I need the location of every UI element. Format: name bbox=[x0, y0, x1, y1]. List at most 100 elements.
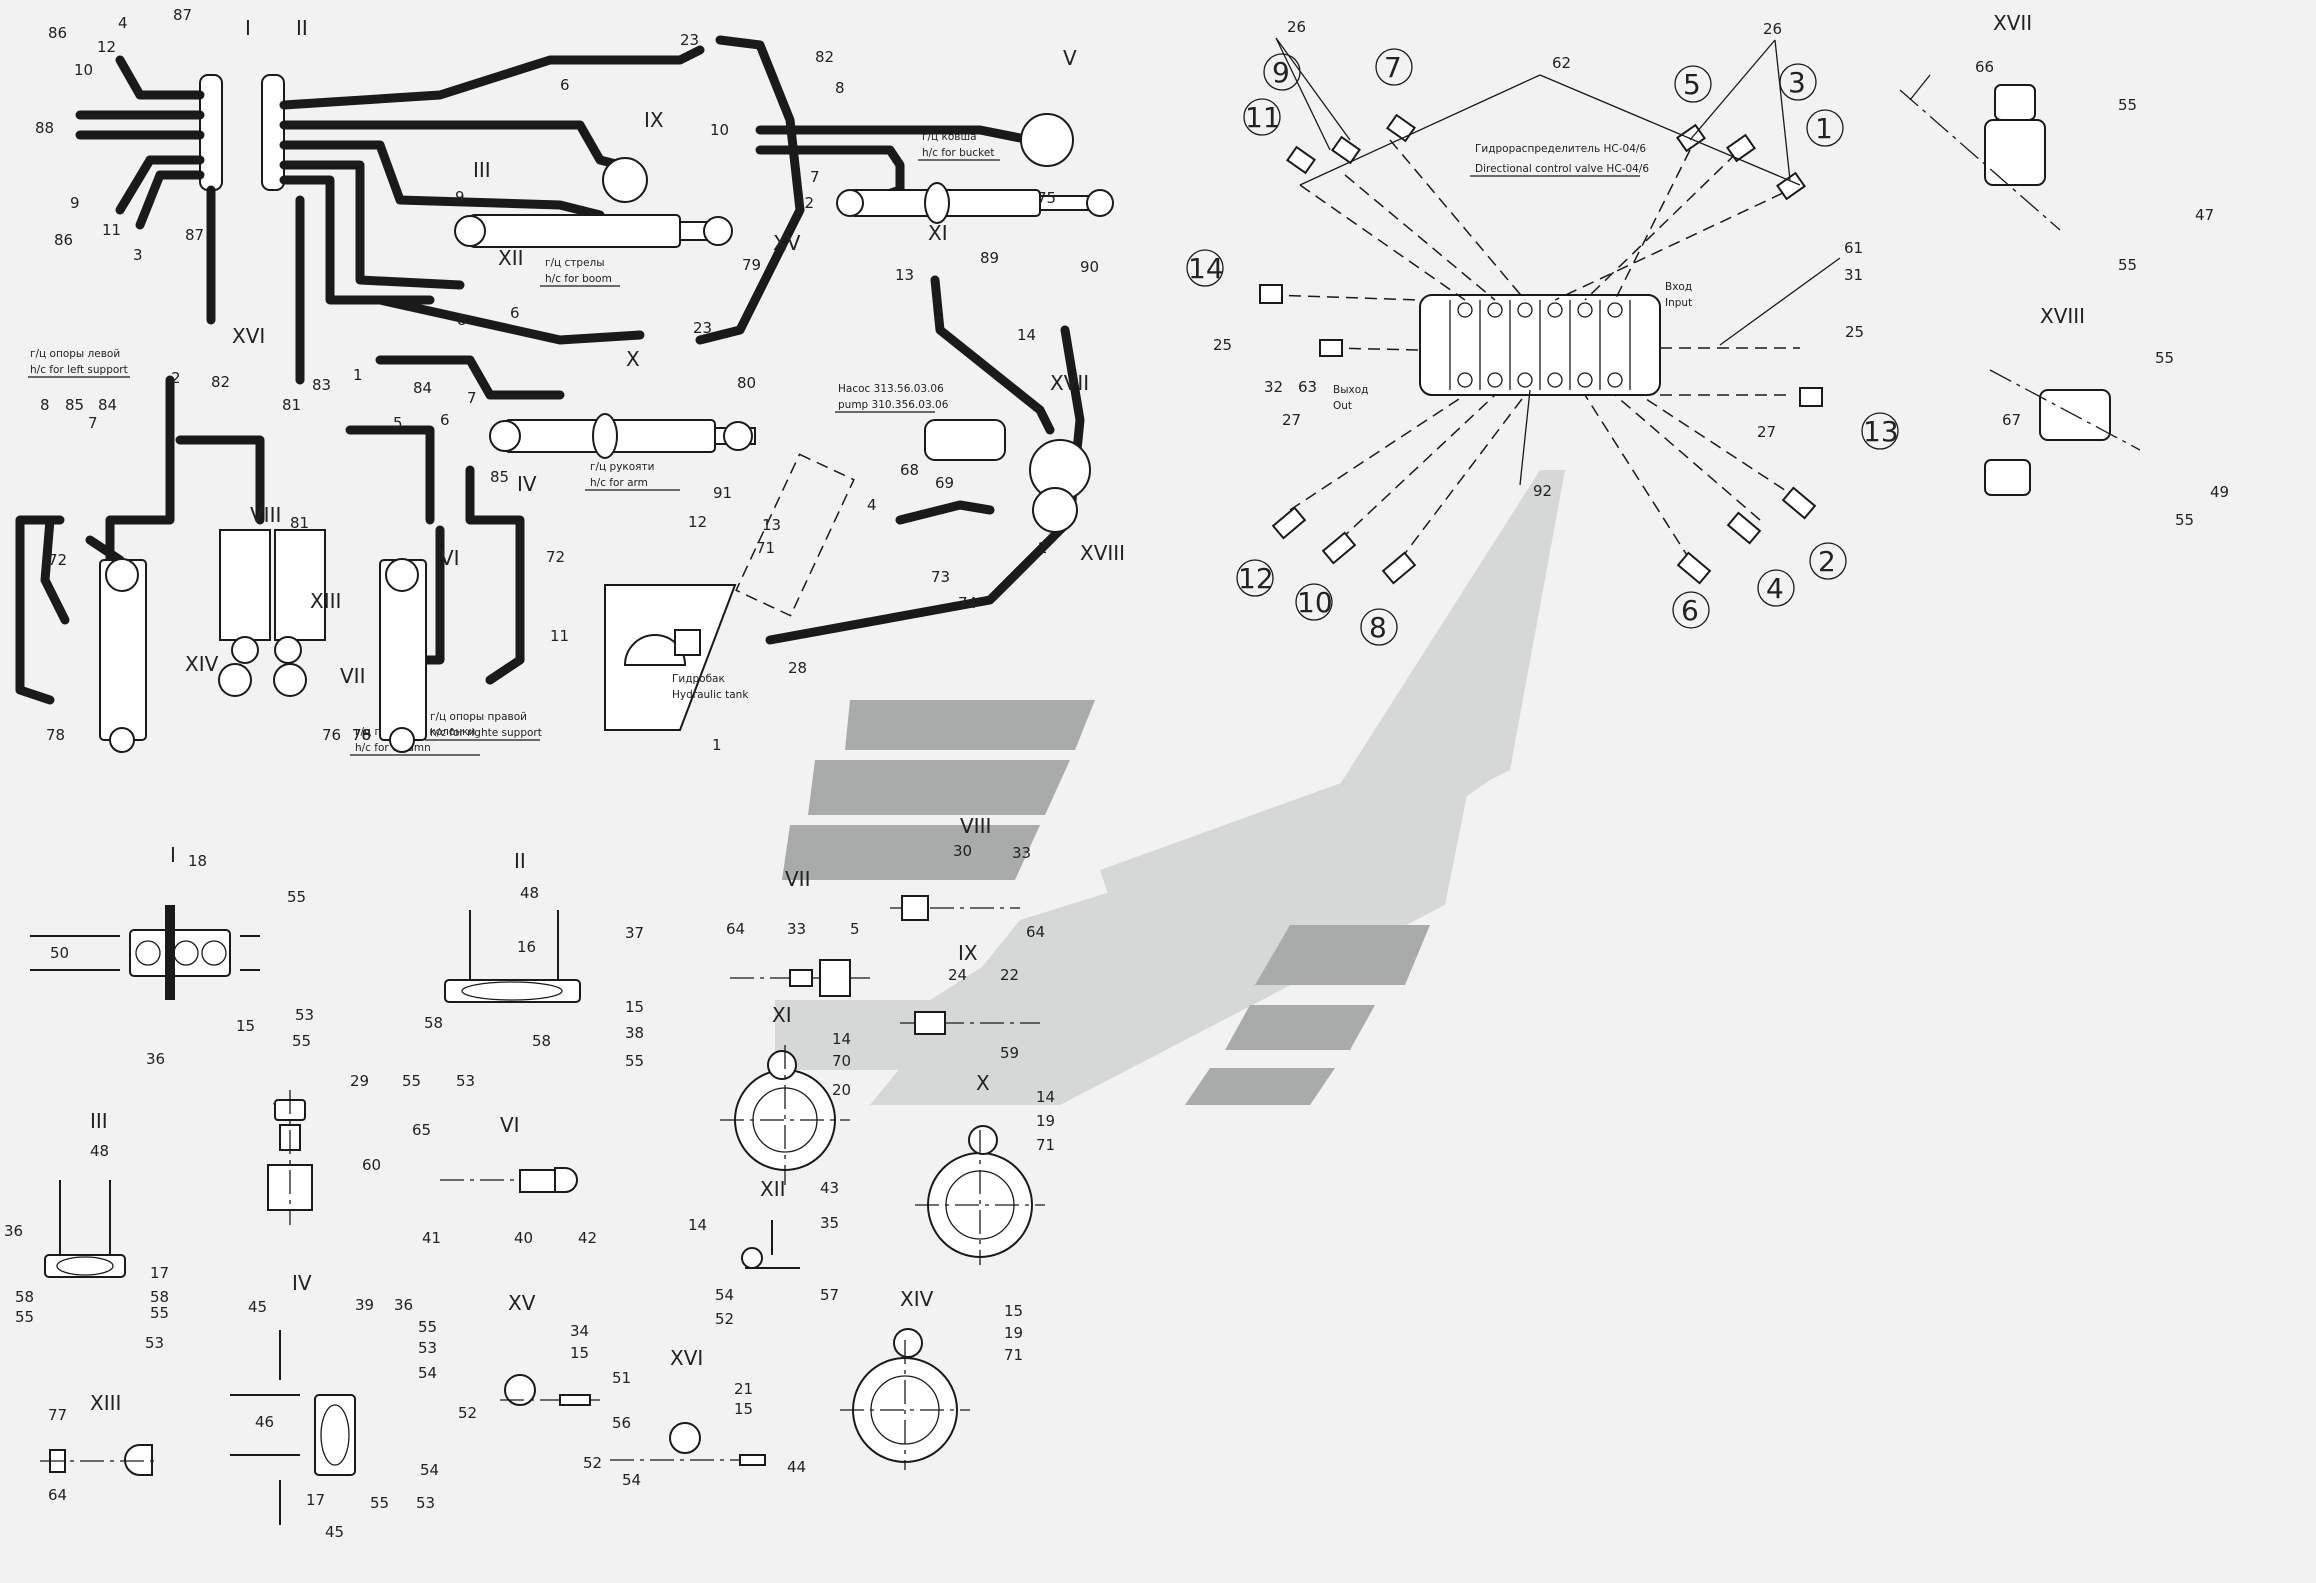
callout-12: 12 bbox=[1238, 562, 1274, 595]
detail-VI: VI 65 41 40 42 bbox=[412, 1113, 597, 1247]
detail-VII: VII 64 33 5 bbox=[726, 867, 870, 997]
d13-64: 64 bbox=[48, 1486, 67, 1504]
detail-XI: XI 14 70 20 bbox=[720, 1003, 851, 1185]
input-label-en: Input bbox=[1665, 297, 1692, 309]
detail-XII-title: XII bbox=[760, 1177, 786, 1201]
hydraulic-pump: Насос 313.56.03.06 pump 310.356.03.06 bbox=[835, 383, 1091, 533]
pn-6-b: 6 bbox=[510, 304, 520, 322]
d4-45-b: 45 bbox=[325, 1523, 344, 1541]
d6-40: 40 bbox=[514, 1229, 533, 1247]
d2-58-a: 58 bbox=[424, 1014, 443, 1032]
d1-15: 15 bbox=[236, 1017, 255, 1035]
d8-30: 30 bbox=[953, 842, 972, 860]
callout-14: 14 bbox=[1188, 252, 1224, 285]
callout-circles bbox=[1186, 48, 1899, 646]
valve-label-en: Directional control valve НС-04/6 bbox=[1475, 163, 1649, 175]
detail-VII-title: VII bbox=[785, 867, 810, 891]
d3-48: 48 bbox=[90, 1142, 109, 1160]
section-marks-main: I II III IX V XI XII XV XVI X XVII XVIII… bbox=[185, 16, 1125, 688]
d11-14: 14 bbox=[832, 1030, 851, 1048]
arm-label-ru: г/ц рукояти bbox=[590, 461, 654, 473]
right-support-cylinder: г/ц опоры правой h/c for righte support bbox=[379, 558, 542, 753]
d7-33: 33 bbox=[787, 920, 806, 938]
detail-XVIII-title: XVIII bbox=[2040, 304, 2085, 328]
pn-23-a: 23 bbox=[680, 31, 699, 49]
d8-64: 64 bbox=[1026, 923, 1045, 941]
d4-53-b: 53 bbox=[416, 1494, 435, 1512]
pn-84-a: 84 bbox=[413, 379, 432, 397]
d16-54: 54 bbox=[622, 1471, 641, 1489]
d2-55-a: 55 bbox=[625, 1052, 644, 1070]
pump-label-en: pump 310.356.03.06 bbox=[838, 399, 949, 411]
pn-81-a: 81 bbox=[282, 396, 301, 414]
pn-12: 12 bbox=[97, 38, 116, 56]
detail-V: V 29 60 bbox=[267, 1072, 381, 1225]
detail-IX: IX 24 22 59 bbox=[900, 941, 1040, 1062]
d16-52: 52 bbox=[583, 1454, 602, 1472]
d13-77: 77 bbox=[48, 1406, 67, 1424]
callout-13: 13 bbox=[1863, 415, 1899, 448]
d4-39: 39 bbox=[355, 1296, 374, 1314]
detail-XVIII: XVIII 67 55 55 49 bbox=[1984, 304, 2229, 529]
pn-6-a: 6 bbox=[560, 76, 570, 94]
d6-42: 42 bbox=[578, 1229, 597, 1247]
d2-37: 37 bbox=[625, 924, 644, 942]
watermark-logo bbox=[775, 470, 1565, 1105]
pn-85-b: 85 bbox=[490, 468, 509, 486]
pn-5-c: 5 bbox=[393, 414, 403, 432]
label-25-left: 25 bbox=[1213, 336, 1232, 354]
label-92: 92 bbox=[1533, 482, 1552, 500]
left-support-label-ru: г/ц опоры левой bbox=[30, 348, 120, 360]
d9-22: 22 bbox=[1000, 966, 1019, 984]
pn-7-a: 7 bbox=[810, 168, 820, 186]
d4-36: 36 bbox=[394, 1296, 413, 1314]
detail-XI-title: XI bbox=[772, 1003, 792, 1027]
detail-IV: IV 45 46 39 36 55 53 54 52 54 17 55 53 4… bbox=[230, 1271, 477, 1541]
part-numbers-main: 86 4 87 12 10 88 9 11 86 87 3 23 6 82 8 … bbox=[35, 6, 1099, 754]
pn-69: 69 bbox=[935, 474, 954, 492]
mark-IV: IV bbox=[517, 472, 537, 496]
label-31: 31 bbox=[1844, 266, 1863, 284]
d12-35: 35 bbox=[820, 1214, 839, 1232]
pn-2-b: 2 bbox=[171, 369, 181, 387]
pn-12-b: 12 bbox=[688, 513, 707, 531]
pn-76-b: 76 bbox=[352, 726, 371, 744]
callout-2: 2 bbox=[1818, 545, 1836, 578]
callout-10: 10 bbox=[1297, 586, 1333, 619]
detail-XIV: XIV 15 19 71 bbox=[840, 1287, 1023, 1470]
mark-XVIII-main: XVIII bbox=[1080, 541, 1125, 565]
d4-54-a: 54 bbox=[418, 1364, 437, 1382]
output-label-en: Out bbox=[1333, 400, 1352, 412]
d11-20: 20 bbox=[832, 1081, 851, 1099]
pn-8-b: 8 bbox=[457, 311, 467, 329]
pn-11-b: 11 bbox=[550, 627, 569, 645]
mark-I: I bbox=[245, 16, 251, 40]
detail-XVI: XVI 21 15 52 54 44 bbox=[583, 1346, 806, 1489]
d15-56: 56 bbox=[612, 1414, 631, 1432]
label-47: 47 bbox=[2195, 206, 2214, 224]
d2-55-b: 55 bbox=[402, 1072, 421, 1090]
callout-11: 11 bbox=[1245, 101, 1281, 134]
callout-3: 3 bbox=[1788, 66, 1806, 99]
d4-52: 52 bbox=[458, 1404, 477, 1422]
mark-XIII: XIII bbox=[310, 589, 341, 613]
pn-78-a: 78 bbox=[46, 726, 65, 744]
label-55-xvii-a: 55 bbox=[2118, 96, 2137, 114]
pn-74: 74 bbox=[958, 594, 977, 612]
directional-control-valve: Гидрораспределитель НС-04/6 Directional … bbox=[1333, 143, 1692, 412]
output-label-ru: Выход bbox=[1333, 384, 1368, 396]
mark-VII: VII bbox=[340, 664, 365, 688]
pn-91: 91 bbox=[713, 484, 732, 502]
callout-1: 1 bbox=[1815, 112, 1833, 145]
detail-X-title: X bbox=[976, 1071, 990, 1095]
mark-X: X bbox=[626, 347, 640, 371]
d7-5: 5 bbox=[850, 920, 860, 938]
detail-XII: XII 14 43 35 54 52 57 bbox=[688, 1177, 839, 1328]
callout-7: 7 bbox=[1384, 51, 1402, 84]
bucket-cylinder: г/ц ковша h/c for bucket bbox=[836, 113, 1114, 224]
d12-14: 14 bbox=[688, 1216, 707, 1234]
pn-4-b: 4 bbox=[867, 496, 877, 514]
detail-III-title: III bbox=[90, 1109, 108, 1133]
